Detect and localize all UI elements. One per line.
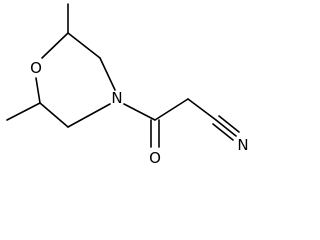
bond-ch2-to-nitrile-c — [187, 98, 217, 121]
atom-label-ring-oxygen: O — [30, 59, 42, 77]
bond-ring-n-to-c-lower-right — [67, 103, 111, 128]
bond-carbonyl-c-to-ch2 — [154, 98, 189, 121]
bond-ring-c-lower-right-to-c-lower-left — [39, 102, 69, 128]
bond-ring-c-lower-left-to-o — [35, 77, 41, 104]
bond-ring-o-to-c-upper-left — [41, 32, 69, 59]
bond-methyl-lower — [6, 102, 41, 121]
bond-ring-c-upper-right-to-n — [99, 57, 116, 91]
bond-nitrile-triple-1 — [215, 119, 237, 137]
structure-diagram: O N O N — [6, 3, 249, 167]
bond-ring-c-upper-left-to-c-upper-right — [67, 32, 101, 59]
atom-label-nitrile-nitrogen: N — [237, 136, 248, 154]
atom-label-carbonyl-oxygen: O — [149, 149, 161, 167]
bond-nitrile-triple-3 — [212, 123, 234, 141]
bond-n-to-carbonyl-c — [123, 103, 156, 121]
bond-nitrile-triple-2 — [218, 115, 240, 133]
atom-label-ring-nitrogen: N — [111, 89, 122, 107]
